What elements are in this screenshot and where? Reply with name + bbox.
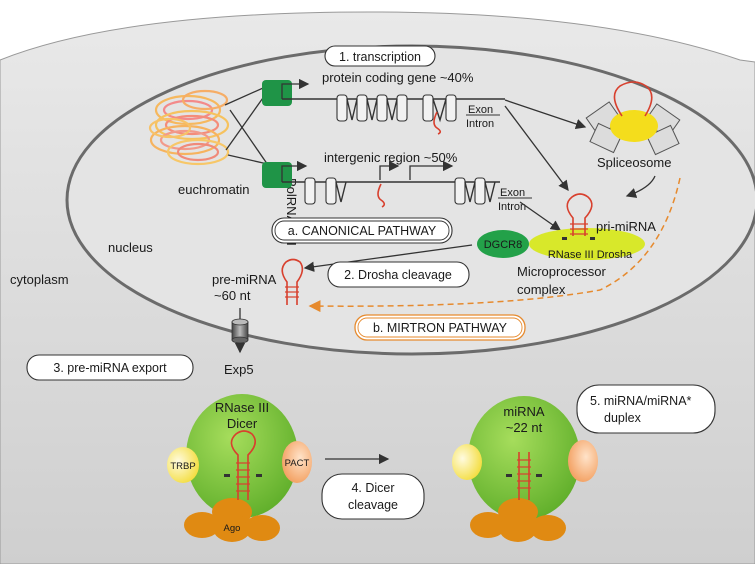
intergenic-exons — [304, 177, 486, 205]
spliceosome-graphic — [585, 81, 681, 156]
mirna-label-1: miRNA — [503, 404, 544, 419]
drosha-cleavage-box: 2. Drosha cleavage — [327, 261, 470, 288]
dicer-label-2: Dicer — [227, 416, 258, 431]
protein-gene-introns — [346, 98, 447, 123]
protein-gene-label: protein coding gene ~40% — [322, 70, 474, 85]
duplex-box: 5. miRNA/miRNA* duplex — [576, 384, 716, 434]
cytoplasm-label: cytoplasm — [10, 272, 69, 287]
intronic-mirna-hairpin — [433, 111, 442, 135]
canonical-pathway-box: a. CANONICAL PATHWAY — [271, 217, 453, 244]
arrow-to-pri-mirna-1 — [504, 105, 569, 192]
nucleus-label: nucleus — [108, 240, 153, 255]
pre-mirna-label-2: ~60 nt — [214, 288, 251, 303]
intergenic-label: intergenic region ~50% — [324, 150, 458, 165]
mirtron-pathway-box: b. MIRTRON PATHWAY — [354, 314, 526, 341]
dicer-complex — [167, 394, 312, 542]
tss-arrow-protein — [281, 78, 310, 99]
intron-label-1: Intron — [466, 118, 494, 130]
euchromatin-label: euchromatin — [178, 182, 250, 197]
euchromatin-graphic — [148, 89, 230, 166]
tss-arrow-intergenic-1 — [281, 160, 308, 182]
pre-mirna-label-1: pre-miRNA — [212, 272, 277, 287]
microprocessor-graphic: DGCR8 — [477, 193, 645, 260]
dicer-cleavage-label-1: 4. Dicer — [351, 481, 394, 495]
pre-mirna-hairpin — [281, 258, 304, 305]
protein-gene-exons — [336, 94, 457, 122]
mirtron-dashed-arrow — [308, 177, 681, 313]
ago-label: Ago — [224, 523, 241, 534]
intergenic-introns — [335, 181, 496, 203]
exp5-label: Exp5 — [224, 362, 254, 377]
intergenic-mirna-hairpin — [377, 183, 386, 208]
mirna-label-2: ~22 nt — [506, 420, 543, 435]
pre-mirna-export-box: 3. pre-miRNA export — [26, 354, 194, 381]
mirna-complex — [452, 396, 598, 542]
canonical-pathway-label: a. CANONICAL PATHWAY — [288, 224, 437, 238]
pact-label: PACT — [285, 458, 310, 469]
transcription-step-box: 1. transcription — [324, 45, 436, 67]
arrow-to-spliceosome — [504, 99, 587, 130]
intron-label-2: Intron — [498, 201, 526, 213]
exportin5-barrel — [231, 318, 249, 344]
dicer-label-1: RNase III — [215, 400, 269, 415]
transcription-label: 1. transcription — [339, 50, 421, 64]
duplex-label-1: 5. miRNA/miRNA* — [590, 394, 692, 408]
dicer-cleavage-label-2: cleavage — [348, 498, 398, 512]
nucleus-envelope — [65, 44, 755, 356]
dicer-cleavage-box: 4. Dicer cleavage — [321, 473, 425, 520]
drosha-cleavage-label: 2. Drosha cleavage — [344, 268, 452, 282]
microprocessor-label-1: Microprocessor — [517, 264, 607, 279]
dgcr8-label: DGCR8 — [484, 239, 523, 251]
exon-label-1: Exon — [468, 104, 493, 116]
pri-mirna-label: pri-miRNA — [596, 219, 656, 234]
tss-arrow-intergenic-2 — [379, 160, 400, 180]
tss-arrow-intergenic-3 — [409, 160, 454, 180]
mirtron-pathway-label: b. MIRTRON PATHWAY — [373, 321, 508, 335]
spliceosome-label: Spliceosome — [597, 155, 671, 170]
trbp-label: TRBP — [170, 461, 195, 472]
chromatin-link-line-3 — [229, 109, 271, 169]
microprocessor-label-2: complex — [517, 282, 566, 297]
duplex-label-2: duplex — [604, 411, 642, 425]
exon-label-2: Exon — [500, 187, 525, 199]
export-step-label: 3. pre-miRNA export — [53, 361, 167, 375]
arrow-spliceosome-to-pri-mirna — [625, 175, 656, 198]
drosha-label: RNase III Drosha — [548, 249, 633, 261]
arrow-to-pri-mirna-2 — [519, 201, 562, 231]
